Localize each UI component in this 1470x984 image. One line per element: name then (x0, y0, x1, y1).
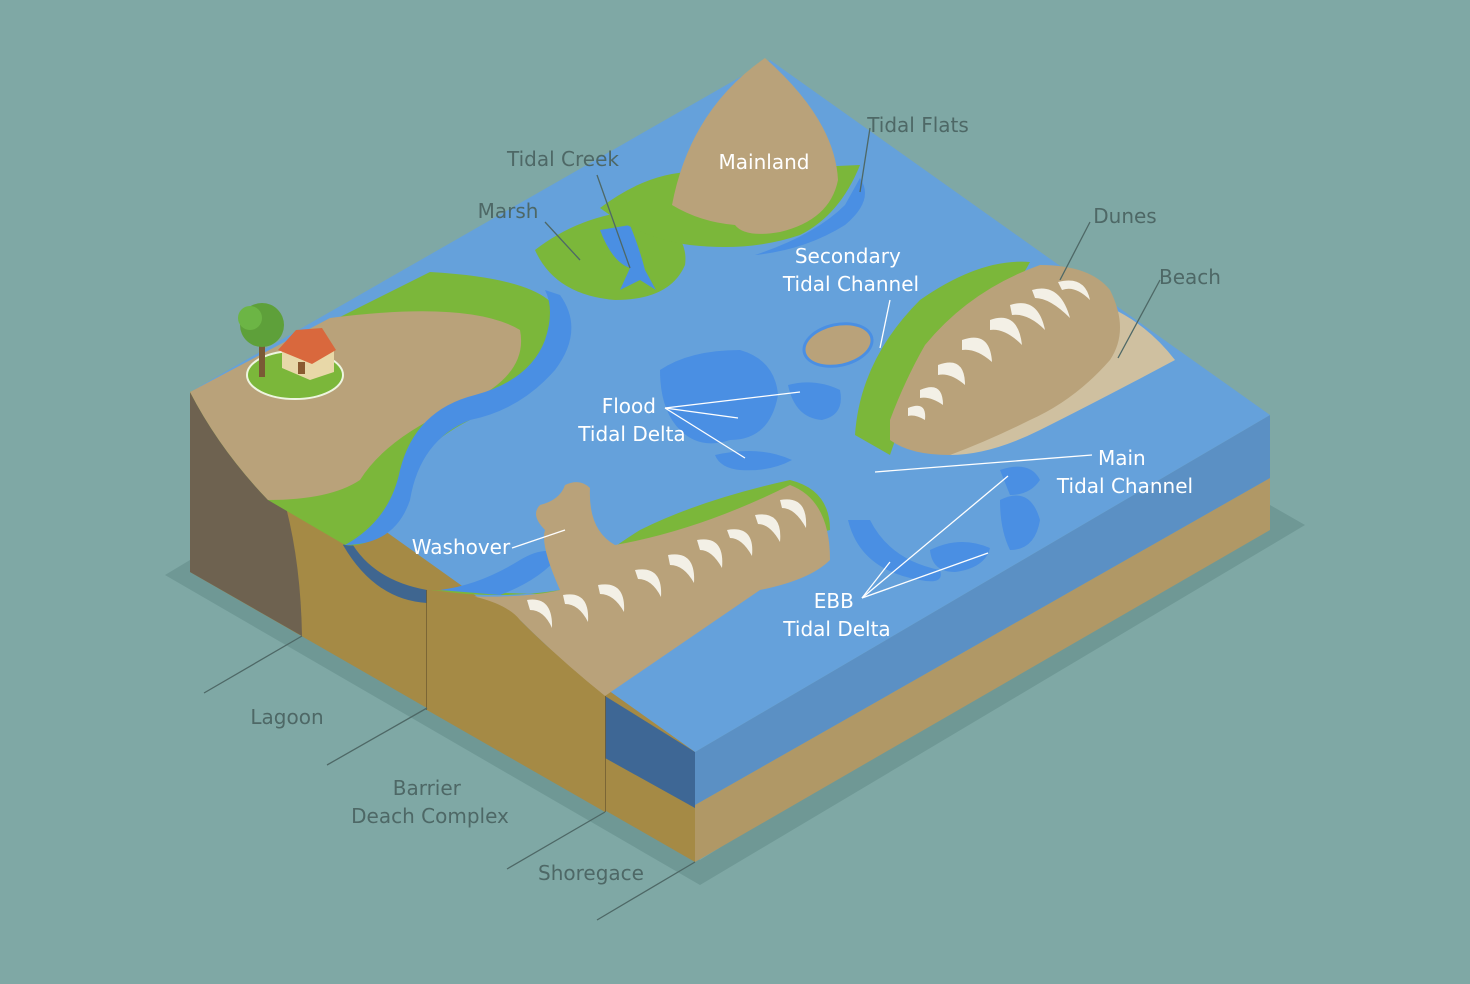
label-ebb-delta-line-2: Tidal Delta (782, 617, 890, 641)
label-marsh: Marsh (478, 199, 539, 223)
label-flood-delta-line-1: Flood (602, 394, 656, 418)
label-barrier-complex: Barrier Deach Complex (351, 776, 509, 828)
label-mainland: Mainland (719, 150, 810, 174)
label-tidal-creek: Tidal Creek (506, 147, 619, 171)
label-tidal-flats: Tidal Flats (866, 113, 969, 137)
label-flood-delta-line-2: Tidal Delta (577, 422, 685, 446)
label-washover: Washover (412, 535, 511, 559)
tree-canopy-2 (238, 306, 262, 330)
label-barrier-complex-line-2: Deach Complex (351, 804, 509, 828)
label-dunes: Dunes (1093, 204, 1156, 228)
label-secondary-channel-line-2: Tidal Channel (782, 272, 919, 296)
leader-barrier-complex (327, 708, 427, 765)
label-main-channel-line-2: Tidal Channel (1056, 474, 1193, 498)
label-ebb-delta-line-1: EBB (814, 589, 854, 613)
label-shoreface: Shoregace (538, 861, 644, 885)
label-beach: Beach (1159, 265, 1221, 289)
label-main-channel-line-1: Main (1098, 446, 1146, 470)
label-secondary-channel-line-1: Secondary (795, 244, 901, 268)
house-door (298, 362, 305, 374)
leader-lagoon (204, 636, 302, 693)
mainland-hill (672, 58, 838, 234)
label-barrier-complex-line-1: Barrier (393, 776, 462, 800)
label-lagoon: Lagoon (250, 705, 323, 729)
